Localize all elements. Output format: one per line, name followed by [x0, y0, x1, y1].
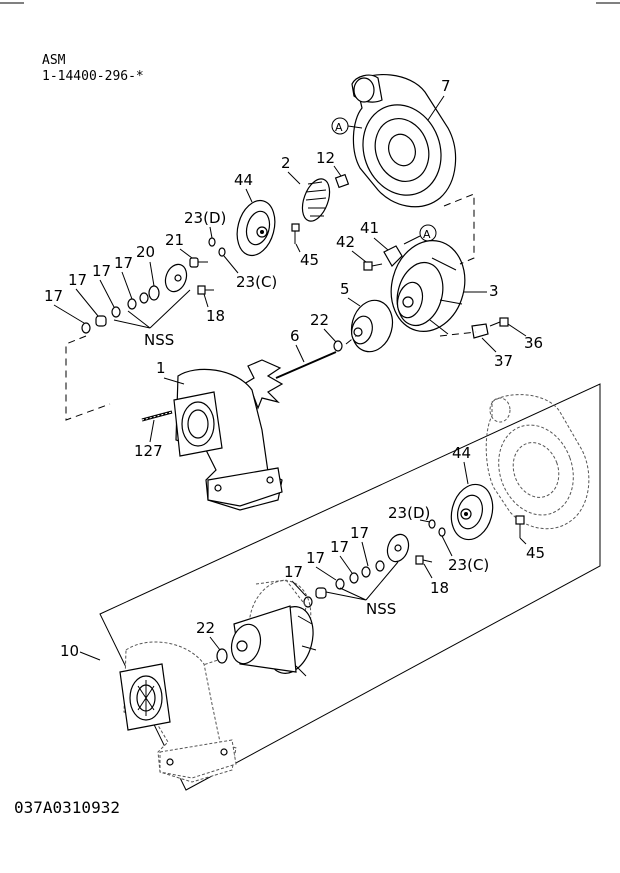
o-ring-part-23c-lower: [438, 527, 446, 537]
o-ring-part-23c: [218, 247, 226, 257]
callout-45-upper: 45: [300, 251, 319, 269]
callout-22-upper: 22: [310, 311, 329, 329]
reference-a-label-right: A: [423, 228, 431, 241]
heat-shield-part-5: [350, 299, 394, 353]
callout-18-lower: 18: [430, 579, 449, 597]
snap-ring-part-22-lower: [216, 648, 228, 664]
ghost-compressor-cover: [485, 394, 590, 530]
asm-number: 1-14400-296-*: [42, 69, 144, 84]
assembly-bracket-right: [443, 193, 475, 265]
turbine-shaft-part-6: [243, 351, 337, 410]
callout-23c-lower: 23(C): [448, 556, 489, 574]
callout-1: 1: [156, 359, 166, 377]
gasket-part-37: [471, 323, 489, 339]
collar-part-20: [148, 285, 160, 301]
insert-plate: [164, 263, 188, 293]
screw-part-45-lower: [515, 515, 525, 538]
bolt-part-42: [363, 261, 383, 271]
turbine-housing-part-1: [173, 368, 283, 511]
callout-2: 2: [281, 154, 291, 172]
callout-5: 5: [340, 280, 350, 298]
callout-17-f: 17: [330, 538, 349, 556]
screw-part-45-upper: [291, 223, 300, 244]
cartridge-core-assembly: [230, 605, 317, 677]
callout-3: 3: [489, 282, 499, 300]
callout-45-lower: 45: [526, 544, 545, 562]
assembly-bracket-left: [65, 335, 111, 421]
nut-part-12: [334, 173, 350, 189]
callout-23d: 23(D): [184, 209, 226, 227]
assembly-frame-part-10: [99, 383, 601, 791]
callout-23d-lower: 23(D): [388, 504, 430, 522]
callout-20: 20: [136, 243, 155, 261]
nss-label-upper: NSS: [144, 331, 174, 349]
nss-label-lower: NSS: [366, 600, 396, 618]
insert-plate-lower: [386, 533, 410, 563]
callout-41: 41: [360, 219, 379, 237]
callout-44: 44: [234, 171, 253, 189]
callout-6: 6: [290, 327, 300, 345]
callout-17-g: 17: [306, 549, 325, 567]
callout-36: 36: [524, 334, 543, 352]
callout-23c: 23(C): [236, 273, 277, 291]
callout-17-c: 17: [68, 271, 87, 289]
callout-18-upper: 18: [206, 307, 225, 325]
backplate-part-44: [236, 199, 276, 257]
screw-part-18-upper: [197, 285, 214, 295]
drawing-code: 037A0310932: [14, 798, 120, 817]
callout-37: 37: [494, 352, 513, 370]
backplate-part-44-lower: [450, 483, 494, 541]
turbine-housing-lower: [119, 641, 237, 783]
callout-42: 42: [336, 233, 355, 251]
callout-17-b: 17: [92, 262, 111, 280]
callout-22-lower: 22: [196, 619, 215, 637]
o-ring-part-23d-lower: [428, 519, 436, 529]
seal-rings-part-17-upper: [81, 292, 149, 334]
nss-leaders-upper: [113, 289, 191, 329]
callout-17-a: 17: [114, 254, 133, 272]
callout-10: 10: [60, 642, 79, 660]
screw-part-21: [189, 257, 208, 268]
o-ring-part-23d: [208, 237, 216, 247]
compressor-cover-part-7: [351, 73, 457, 208]
callout-7: 7: [441, 77, 451, 95]
seal-rings-part-17-lower: [303, 560, 385, 608]
callout-17-e: 17: [350, 524, 369, 542]
compressor-wheel-part-2: [301, 178, 331, 222]
leader-7: [427, 95, 445, 121]
reference-a-label: A: [335, 121, 343, 134]
asm-label: ASM: [42, 53, 66, 68]
callout-17-d: 17: [44, 287, 63, 305]
snap-ring-part-22-upper: [333, 340, 343, 352]
callout-12: 12: [316, 149, 335, 167]
callout-17-h: 17: [284, 563, 303, 581]
callout-127: 127: [134, 442, 163, 460]
bolt-part-36: [489, 317, 509, 327]
screw-part-18-lower: [415, 555, 433, 565]
stud-part-127: [141, 410, 173, 422]
callout-44-lower: 44: [452, 444, 471, 462]
bearing-housing-part-3: [390, 240, 466, 335]
bracket-part-41: [383, 245, 403, 267]
nss-leaders-lower: [325, 561, 399, 601]
callout-21: 21: [165, 231, 184, 249]
